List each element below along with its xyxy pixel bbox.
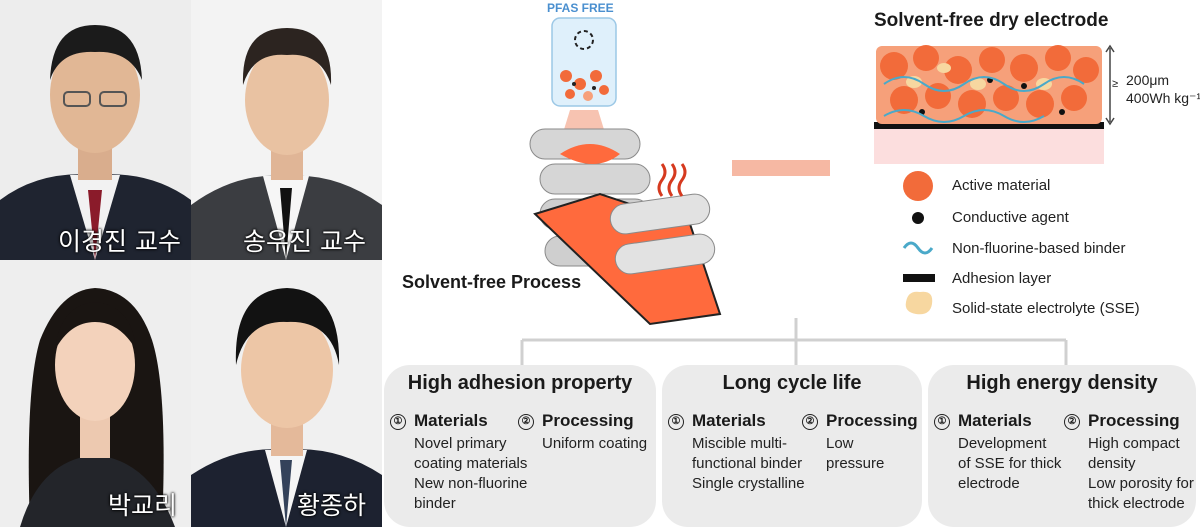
pfas-free-vial-icon (551, 17, 617, 107)
number-badge: ② (1064, 414, 1080, 430)
card-title: High adhesion property (407, 372, 633, 394)
spec-energy: 400Wh kg⁻¹ (1126, 90, 1200, 106)
dry-electrode-illustration (874, 45, 1104, 164)
materials-line: of SSE for thick (958, 455, 1062, 472)
photo-lee: 이경진 교수 (0, 0, 191, 260)
legend-conductive-agent: Conductive agent (952, 209, 1069, 226)
number-badge: ① (934, 414, 950, 430)
conductive-agent-icon (912, 212, 924, 224)
materials-label: Materials (692, 411, 766, 430)
processing-line: thick electrode (1088, 495, 1185, 512)
number-badge: ② (802, 414, 818, 430)
materials-line: coating materials (414, 455, 528, 472)
photo-park: 박교리 (0, 260, 191, 527)
materials-column: ① Materials Miscible multi- functional bi… (668, 411, 805, 494)
card-title: Long cycle life (722, 372, 862, 394)
portrait-lee (0, 0, 191, 260)
legend-sse: Solid-state electrolyte (SSE) (952, 300, 1140, 317)
processing-label: Processing (542, 411, 634, 430)
materials-line: binder (414, 495, 456, 512)
spec-symbol: ≥ (1112, 78, 1119, 90)
materials-label: Materials (958, 411, 1032, 430)
connector-lines (520, 318, 1068, 366)
name-caption-song: 송우진 교수 (243, 227, 366, 256)
name-caption-lee: 이경진 교수 (58, 227, 181, 256)
legend-binder: Non-fluorine-based binder (952, 240, 1126, 257)
photo-song: 송우진 교수 (191, 0, 382, 260)
adhesion-layer-icon (903, 274, 935, 282)
name-caption-park: 박교리 (108, 491, 178, 520)
processing-label: Processing (1088, 411, 1180, 430)
electrode-title: Solvent-free dry electrode (874, 10, 1109, 31)
processing-column: ② Processing Uniform coating (518, 411, 647, 454)
processing-line: Low porosity for (1088, 475, 1194, 492)
roller-assembly-icon (529, 128, 722, 326)
card-high-adhesion: High adhesion property ① Materials Novel … (384, 365, 656, 527)
processing-line: High compact (1088, 435, 1180, 452)
portrait-park (0, 260, 191, 527)
number-badge: ① (668, 414, 684, 430)
card-high-energy-density: High energy density ① Materials Developme… (928, 365, 1196, 527)
card-long-cycle-life: Long cycle life ① Materials Miscible mult… (662, 365, 922, 527)
pfas-free-label: PFAS FREE (547, 1, 614, 15)
active-material-icon (903, 171, 933, 201)
processing-line: Uniform coating (542, 435, 648, 452)
processing-label: Processing (826, 411, 918, 430)
portrait-song (191, 0, 382, 260)
number-badge: ① (390, 414, 406, 430)
processing-column: ② Processing High compact density Low por… (1064, 411, 1194, 514)
photo-hwang: 황종하 (191, 260, 382, 527)
sse-icon (905, 291, 933, 315)
thickness-arrow-icon (1105, 44, 1115, 126)
processing-line: Low (826, 435, 854, 452)
materials-line: electrode (958, 475, 1020, 492)
processing-column: ② Processing Low pressure (802, 411, 918, 474)
materials-line: functional binder (692, 455, 803, 472)
legend-adhesion-layer: Adhesion layer (952, 270, 1052, 287)
portrait-hwang (191, 260, 382, 527)
arrow-right-icon (732, 160, 830, 176)
number-badge: ② (518, 414, 534, 430)
materials-line: New non-fluorine (414, 475, 528, 492)
name-caption-hwang: 황종하 (297, 491, 367, 520)
materials-line: Miscible multi- (692, 435, 788, 452)
materials-line: Development (958, 435, 1047, 452)
spec-thickness: 200μm (1126, 72, 1170, 88)
binder-icon (902, 241, 934, 255)
materials-line: Novel primary (414, 435, 507, 452)
materials-label: Materials (414, 411, 488, 430)
processing-line: pressure (826, 455, 885, 472)
legend-icons (902, 171, 935, 315)
process-diagram (529, 17, 830, 326)
materials-column: ① Materials Novel primary coating materia… (390, 411, 527, 514)
card-title: High energy density (966, 372, 1158, 394)
materials-line: Single crystalline (692, 475, 805, 492)
legend-active-material: Active material (952, 177, 1051, 194)
process-label: Solvent-free Process (402, 272, 582, 292)
processing-line: density (1088, 455, 1136, 472)
electrode-particles-icon (876, 45, 1102, 124)
